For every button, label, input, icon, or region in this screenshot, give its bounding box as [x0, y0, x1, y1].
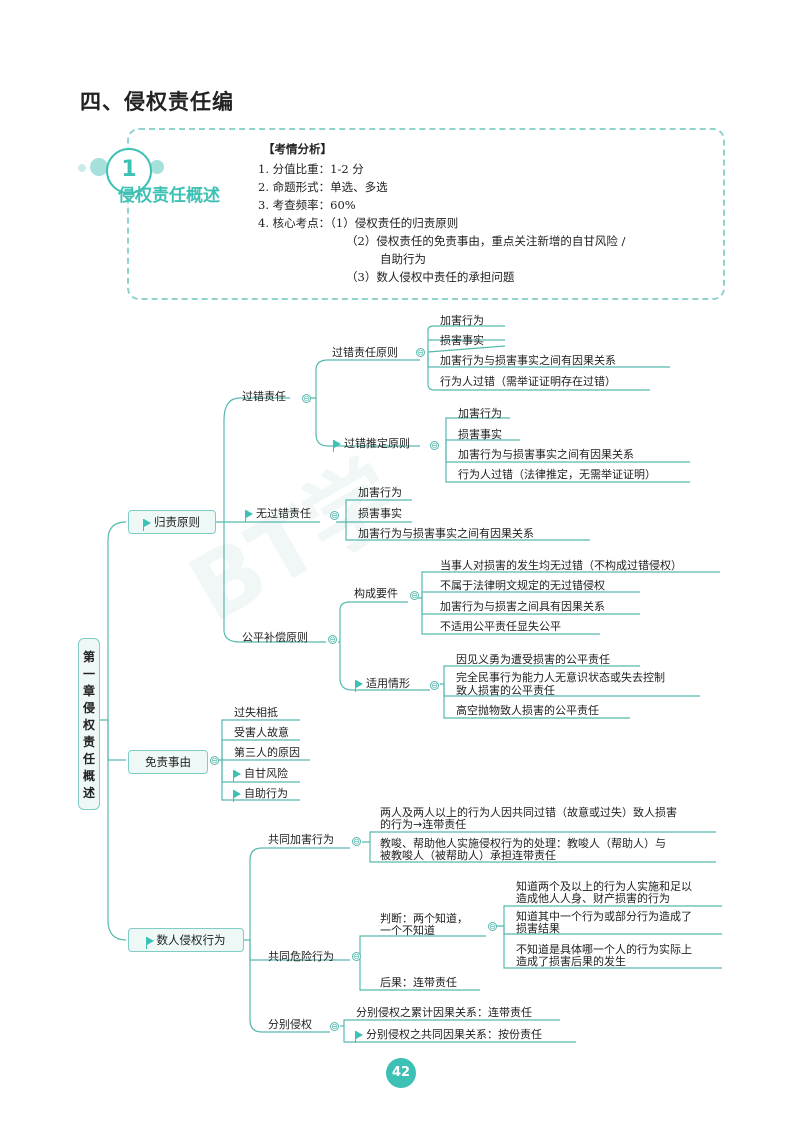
node-label: 自助行为 [244, 787, 288, 800]
leaf: 加害行为与损害事实之间有因果关系 [440, 354, 616, 367]
leaf: 加害行为 [458, 407, 502, 420]
leaf: 加害行为 [358, 486, 402, 499]
leaf: 行为人过错（法律推定，无需举证证明） [458, 468, 656, 481]
node-label: 自甘风险 [244, 767, 288, 780]
leaf: 加害行为与损害事实之间有因果关系 [458, 448, 634, 461]
leaf-flagged: 自甘风险 [233, 767, 288, 782]
leaf: 当事人对损害的发生均无过错（不构成过错侵权） [440, 559, 682, 572]
flag-icon [355, 1031, 363, 1043]
chapter-root: 第一章 侵权责任概述 [78, 638, 108, 810]
leaf-flagged: 自助行为 [233, 787, 288, 802]
node-label: 数人侵权行为 [156, 933, 226, 947]
leaf: 的行为→连带责任 [380, 818, 467, 831]
node-goucheng: 构成要件 [354, 587, 398, 600]
collapse-toggle[interactable]: ⊖ [430, 441, 439, 450]
page-number: 42 [386, 1058, 416, 1088]
collapse-toggle[interactable]: ⊖ [416, 348, 425, 357]
leaf-flagged: 分别侵权之共同因果关系：按份责任 [355, 1028, 542, 1043]
analysis-line: （3）数人侵权中责任的承担问题 [346, 270, 515, 284]
leaf: 不知道是具体哪一个人的行为实际上 [516, 943, 692, 956]
collapse-toggle[interactable]: ⊖ [302, 394, 311, 403]
node-shiyong: 适用情形 [355, 677, 410, 692]
leaf: 加害行为 [440, 314, 484, 327]
leaf: 完全民事行为能力人无意识状态或失去控制 [456, 671, 665, 684]
node-guize: 归责原则 [128, 510, 216, 534]
leaf: 致人损害的公平责任 [456, 684, 555, 697]
leaf: 分别侵权之累计因果关系：连带责任 [356, 1006, 532, 1019]
leaf: 过失相抵 [234, 706, 278, 719]
node-label: 无过错责任 [256, 507, 311, 520]
leaf: 不适用公平责任显失公平 [440, 620, 561, 633]
flag-icon [145, 936, 154, 949]
collapse-toggle[interactable]: ⊖ [352, 952, 361, 961]
node-houguo: 后果：连带责任 [380, 976, 457, 989]
leaf: 行为人过错（需举证证明存在过错） [440, 375, 616, 388]
node-guocuo: 过错责任 [242, 390, 286, 403]
analysis-line: 1. 分值比重：1-2 分 [258, 162, 364, 176]
analysis-line: 3. 考查频率：60% [258, 198, 356, 212]
leaf: 两人及两人以上的行为人因共同过错（故意或过失）致人损害 [380, 806, 677, 819]
collapse-toggle[interactable]: ⊖ [410, 591, 419, 600]
node-mianze: 免责事由 [128, 750, 208, 774]
node-label: 分别侵权之共同因果关系：按份责任 [366, 1028, 542, 1041]
collapse-toggle[interactable]: ⊖ [210, 756, 219, 765]
node-guocuo-yuanze: 过错责任原则 [332, 346, 398, 359]
node-gongtong-jiahai: 共同加害行为 [268, 833, 334, 846]
collapse-toggle[interactable]: ⊖ [430, 681, 439, 690]
node-gongping: 公平补偿原则 [242, 631, 308, 644]
leaf: 加害行为与损害事实之间有因果关系 [358, 527, 534, 540]
section-number-badge: 1 [106, 148, 152, 194]
leaf: 造成了损害后果的发生 [516, 955, 626, 968]
leaf: 因见义勇为遭受损害的公平责任 [456, 653, 610, 666]
decor-dot [150, 160, 164, 174]
node-panduan: 一个不知道 [380, 924, 435, 937]
flag-icon [355, 680, 363, 692]
node-fenbie: 分别侵权 [268, 1018, 312, 1031]
analysis-line: 4. 核心考点：（1）侵权责任的归责原则 [258, 216, 459, 230]
node-gongtong-weixian: 共同危险行为 [268, 950, 334, 963]
collapse-toggle[interactable]: ⊖ [328, 635, 337, 644]
collapse-toggle[interactable]: ⊖ [330, 511, 339, 520]
analysis-line: 自助行为 [380, 252, 426, 266]
node-label: 适用情形 [366, 677, 410, 690]
flag-icon [233, 790, 241, 802]
section-title: 侵权责任概述 [118, 186, 220, 206]
flag-icon [245, 510, 253, 522]
collapse-toggle[interactable]: ⊖ [330, 1022, 339, 1031]
node-shuren: 数人侵权行为 [128, 928, 244, 952]
leaf: 被教唆人（被帮助人）承担连带责任 [380, 849, 556, 862]
leaf: 不属于法律明文规定的无过错侵权 [440, 579, 605, 592]
node-panduan: 判断：两个知道， [380, 912, 468, 925]
leaf: 第三人的原因 [234, 746, 300, 759]
decor-dot [78, 164, 86, 172]
section-heading: 四、侵权责任编 [80, 90, 234, 114]
analysis-line: （2）侵权责任的免责事由，重点关注新增的自甘风险 / [346, 234, 626, 248]
leaf: 教唆、帮助他人实施侵权行为的处理：教唆人（帮助人）与 [380, 837, 666, 850]
chapter-label: 第一章 侵权责任概述 [82, 650, 108, 800]
leaf: 损害结果 [516, 922, 560, 935]
leaf: 知道其中一个行为或部分行为造成了 [516, 910, 692, 923]
leaf: 损害事实 [458, 428, 502, 441]
node-label: 归责原则 [154, 515, 200, 529]
node-guocuo-tuiding: 过错推定原则 [333, 437, 410, 452]
node-wuguocuo: 无过错责任 [245, 507, 311, 522]
flag-icon [233, 770, 241, 782]
leaf: 损害事实 [440, 334, 484, 347]
analysis-line: 2. 命题形式：单选、多选 [258, 180, 388, 194]
leaf: 损害事实 [358, 507, 402, 520]
analysis-title: 【考情分析】 [263, 142, 332, 156]
node-label: 过错推定原则 [344, 437, 410, 450]
analysis-box [127, 128, 725, 300]
leaf: 高空抛物致人损害的公平责任 [456, 704, 599, 717]
leaf: 造成他人人身、财产损害的行为 [516, 892, 670, 905]
flag-icon [143, 518, 151, 531]
collapse-toggle[interactable]: ⊖ [488, 922, 497, 931]
leaf: 知道两个及以上的行为人实施和足以 [516, 880, 692, 893]
leaf: 加害行为与损害之间具有因果关系 [440, 600, 605, 613]
decor-dot [90, 158, 108, 176]
flag-icon [333, 440, 341, 452]
collapse-toggle[interactable]: ⊖ [352, 837, 361, 846]
leaf: 受害人故意 [234, 726, 289, 739]
